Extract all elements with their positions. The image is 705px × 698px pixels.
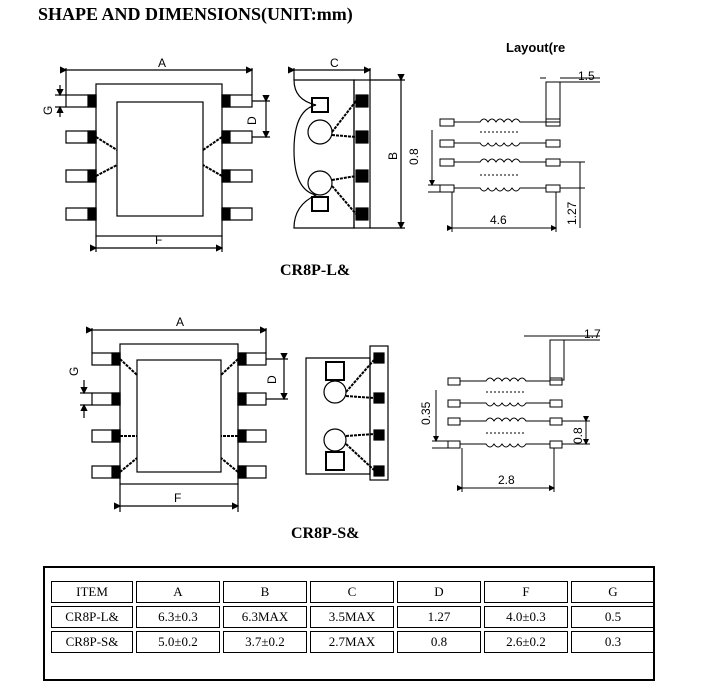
top-front-view: [55, 66, 270, 252]
bottom-dim-d: D: [265, 375, 279, 384]
top-right-pins: [221, 94, 253, 221]
bottom-side-pins: [373, 352, 385, 477]
table-header: C: [310, 581, 394, 603]
table-header: A: [136, 581, 220, 603]
table-cell: 5.0±0.2: [136, 631, 220, 653]
top-part-name: CR8P-L&: [280, 262, 351, 279]
table-cell: 6.3±0.3: [136, 606, 220, 628]
bottom-right-pins: [237, 352, 267, 479]
table-row: CR8P-L& 6.3±0.3 6.3MAX 3.5MAX 1.27 4.0±0…: [51, 606, 655, 628]
bottom-layout: [432, 335, 600, 492]
table-row: CR8P-S& 5.0±0.2 3.7±0.2 2.7MAX 0.8 2.6±0…: [51, 631, 655, 653]
top-dim-g: G: [41, 106, 55, 115]
top-dim-b: B: [386, 152, 400, 160]
top-dim-f: F: [155, 233, 162, 247]
top-layout-width: 4.6: [490, 213, 507, 227]
top-left-pins: [65, 94, 97, 221]
table-header: ITEM: [51, 581, 133, 603]
table-header: B: [223, 581, 307, 603]
bottom-dim-a: A: [176, 315, 184, 329]
bottom-front-view: [80, 326, 288, 512]
page-title: SHAPE AND DIMENSIONS(UNIT:mm): [38, 4, 353, 24]
table-cell: 1.27: [397, 606, 481, 628]
table-cell: 0.8: [397, 631, 481, 653]
table-header: G: [571, 581, 655, 603]
table-cell: 2.6±0.2: [484, 631, 568, 653]
bottom-left-pins: [91, 352, 121, 479]
top-layout-gap: 0.8: [407, 148, 421, 165]
bottom-dim-f: F: [174, 491, 181, 505]
bottom-layout-gap: 0.35: [419, 401, 433, 425]
table-header: F: [484, 581, 568, 603]
bottom-layout-pad: 1.7: [584, 327, 601, 341]
bottom-side-view: [305, 345, 389, 481]
top-layout-pad: 1.5: [578, 69, 595, 83]
top-dim-d: D: [245, 116, 259, 125]
top-side-pins: [355, 94, 369, 221]
table-header: D: [397, 581, 481, 603]
bottom-layout-pitch: 0.8: [571, 427, 585, 444]
table-cell: 2.7MAX: [310, 631, 394, 653]
top-side-view: [288, 66, 405, 230]
table-cell: CR8P-L&: [51, 606, 133, 628]
table-header-row: ITEM A B C D F G: [51, 581, 655, 603]
top-layout-pitch: 1.27: [565, 201, 579, 225]
top-dim-c: C: [330, 56, 339, 70]
layout-label: Layout(re: [506, 40, 565, 55]
table-cell: 3.5MAX: [310, 606, 394, 628]
table-cell: 4.0±0.3: [484, 606, 568, 628]
bottom-part-name: CR8P-S&: [291, 525, 360, 542]
table-cell: 0.3: [571, 631, 655, 653]
table-cell: CR8P-S&: [51, 631, 133, 653]
bottom-layout-pads: [447, 377, 563, 449]
table-cell: 6.3MAX: [223, 606, 307, 628]
bottom-dim-g: G: [67, 367, 81, 376]
top-layout-pads: [439, 118, 561, 193]
spec-table: ITEM A B C D F G CR8P-L& 6.3±0.3 6.3MAX …: [48, 578, 658, 656]
dimension-drawings: A F D G C B Layout(re: [41, 40, 601, 512]
top-dim-a: A: [158, 56, 166, 70]
table-cell: 3.7±0.2: [223, 631, 307, 653]
table-cell: 0.5: [571, 606, 655, 628]
top-layout: [428, 77, 600, 232]
bottom-layout-width: 2.8: [498, 473, 515, 487]
